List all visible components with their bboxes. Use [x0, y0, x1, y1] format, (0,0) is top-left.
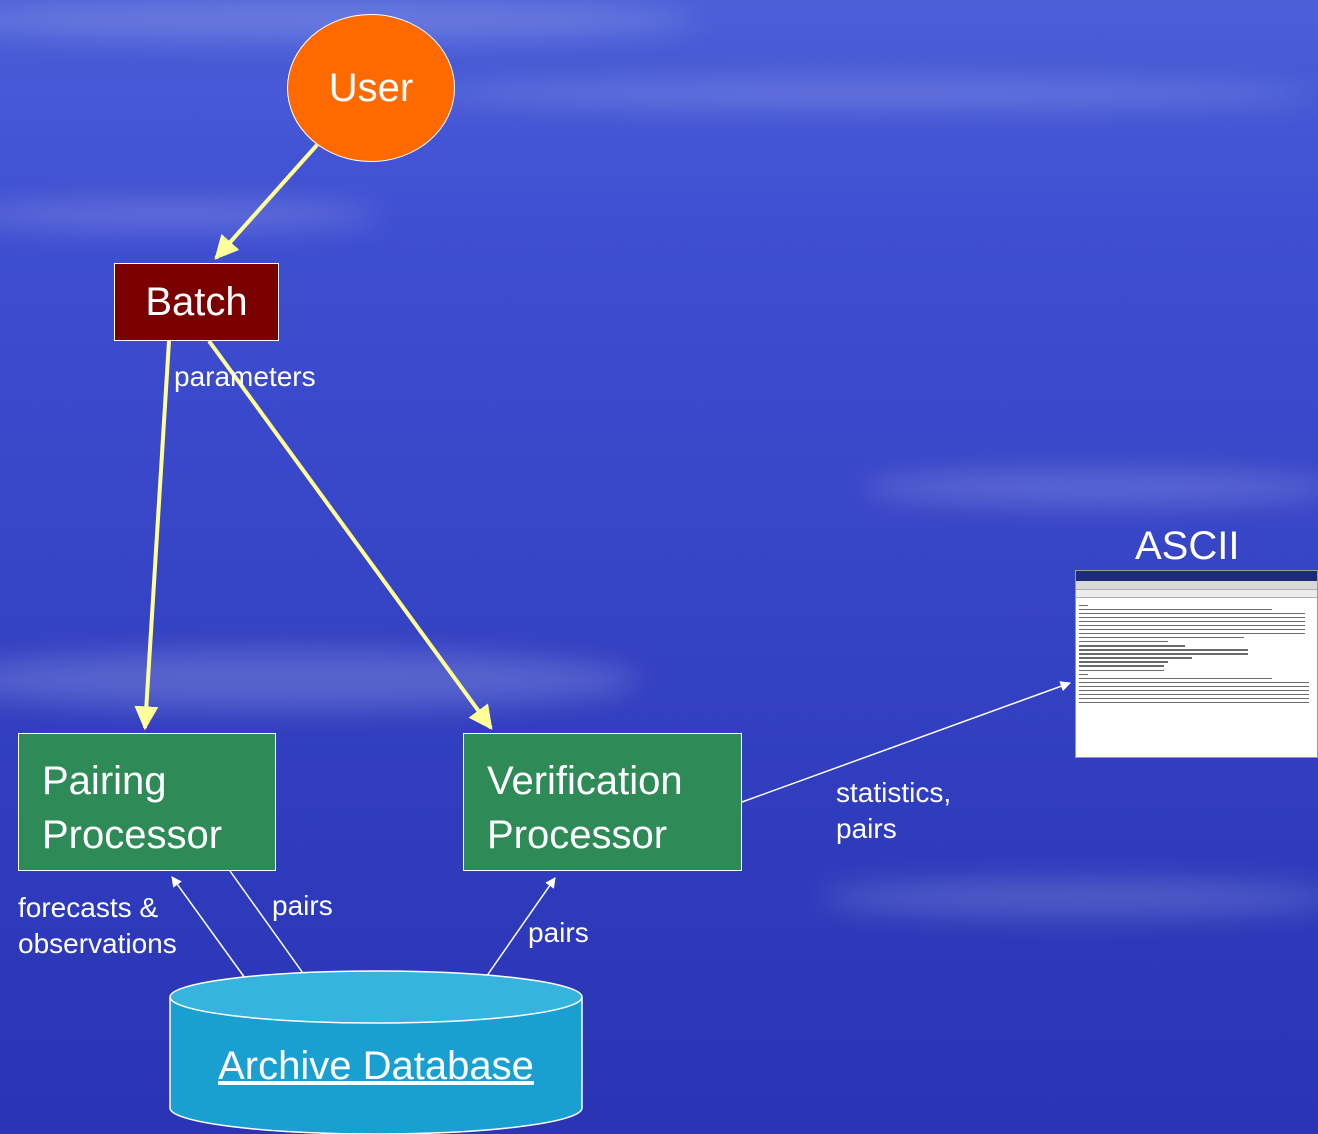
- pairing-label-line1: Pairing: [42, 759, 167, 803]
- background-cloud: [0, 200, 380, 230]
- label-parameters: parameters: [174, 361, 316, 392]
- user-label: User: [328, 65, 414, 110]
- arrow-batch-to-verification: [207, 339, 493, 730]
- screenshot-pathbar: [1076, 590, 1317, 598]
- screenshot-menubar: [1076, 581, 1317, 590]
- label-forecasts-line1: forecasts &: [18, 892, 159, 923]
- archive-database-label[interactable]: Archive Database: [218, 1044, 534, 1088]
- verification-processor-node: Verification Processor: [463, 733, 742, 871]
- background-cloud: [820, 880, 1318, 916]
- background-cloud: [420, 80, 1318, 108]
- label-statistics-line2: pairs: [836, 813, 897, 844]
- arrow-db-to-pairing: [171, 876, 251, 986]
- arrow-user-to-batch: [214, 143, 319, 260]
- pairing-label-line2: Processor: [42, 813, 223, 857]
- label-statistics-pairs: statistics, pairs: [836, 775, 951, 847]
- ascii-output-title: ASCII: [1135, 524, 1240, 568]
- label-forecasts-observations: forecasts & observations: [18, 890, 177, 962]
- label-forecasts-line2: observations: [18, 928, 177, 959]
- background-cloud: [0, 650, 640, 710]
- batch-node: Batch: [114, 263, 279, 341]
- screenshot-text-lines: [1076, 598, 1317, 710]
- arrow-pairing-to-db: [229, 870, 311, 984]
- verification-label-line1: Verification: [487, 759, 683, 803]
- label-statistics-line1: statistics,: [836, 777, 952, 808]
- verification-label-line2: Processor: [487, 813, 668, 857]
- ascii-output-screenshot: [1075, 570, 1318, 758]
- arrow-verification-to-ascii: [741, 681, 1071, 803]
- label-pairs-to-db: pairs: [272, 890, 333, 921]
- pairing-processor-node: Pairing Processor: [18, 733, 276, 871]
- archive-database-cylinder: [169, 970, 583, 1134]
- label-pairs-from-db: pairs: [528, 917, 589, 948]
- batch-label: Batch: [145, 279, 248, 324]
- arrow-batch-to-pairing: [134, 340, 171, 731]
- screenshot-titlebar: [1076, 571, 1317, 581]
- background-cloud: [860, 470, 1318, 506]
- arrow-db-to-verification: [476, 877, 556, 991]
- user-node: User: [287, 14, 455, 162]
